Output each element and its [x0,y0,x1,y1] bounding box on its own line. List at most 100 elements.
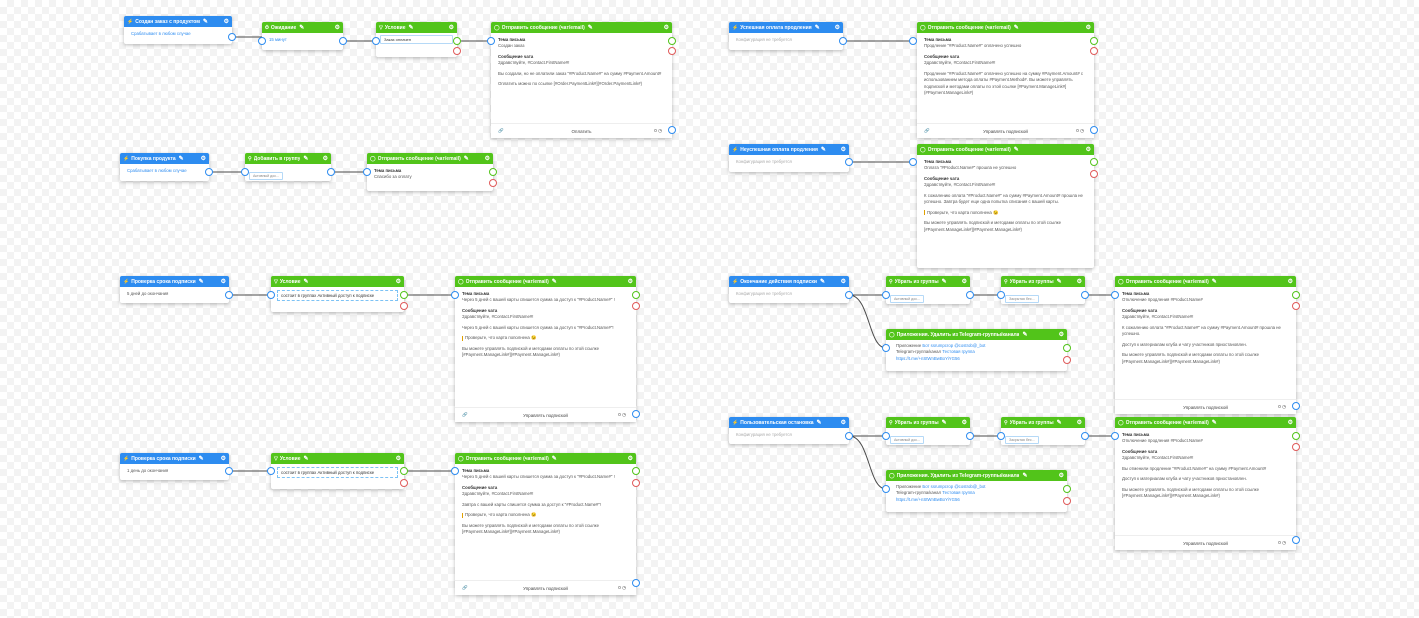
input-port[interactable] [451,291,459,299]
gear-icon[interactable]: ⚙ [840,279,846,285]
yes-port[interactable] [1063,344,1071,352]
pencil-icon[interactable]: ✎ [303,156,309,162]
gear-icon[interactable]: ⚙ [1287,420,1293,426]
no-port[interactable] [1090,47,1098,55]
input-port[interactable] [1111,432,1119,440]
input-port[interactable] [882,344,890,352]
yes-port[interactable] [1292,291,1300,299]
gear-icon[interactable]: ⚙ [220,279,226,285]
output-port[interactable] [225,467,233,475]
input-port[interactable] [909,37,917,45]
pencil-icon[interactable]: ✎ [408,25,414,31]
output-port[interactable] [966,291,974,299]
gear-icon[interactable]: ⚙ [1058,473,1064,479]
pencil-icon[interactable]: ✎ [1013,147,1019,153]
gear-icon[interactable]: ⚙ [484,156,490,162]
action-send-message[interactable]: ◯Отправить сообщение (чат/email)✎⚙ Тема … [1115,417,1296,550]
output-port[interactable] [327,168,335,176]
no-port[interactable] [632,479,640,487]
gear-icon[interactable]: ⚙ [627,279,633,285]
gear-icon[interactable]: ⚙ [395,456,401,462]
output-port[interactable] [205,168,213,176]
footer-button[interactable]: Управлять подпиской [1183,404,1228,410]
output-port[interactable] [632,410,640,418]
input-port[interactable] [882,485,890,493]
no-port[interactable] [632,302,640,310]
action-remove-from-group[interactable]: ⚲Убрать из группы✎⚙ Активный дос... [886,276,970,304]
no-port[interactable] [668,47,676,55]
output-port[interactable] [1081,432,1089,440]
pencil-icon[interactable]: ✎ [1211,420,1217,426]
no-port[interactable] [489,179,497,187]
output-port[interactable] [1292,402,1300,410]
input-port[interactable] [882,432,890,440]
gear-icon[interactable]: ⚙ [223,19,229,25]
gear-icon[interactable]: ⚙ [1085,25,1091,31]
output-port[interactable] [228,33,236,41]
action-send-message[interactable]: ◯Отправить сообщение (чат/email)✎⚙ Тема … [491,22,672,138]
action-wait[interactable]: ⏱Ожидание✎⚙ 15 минут [262,22,343,50]
pencil-icon[interactable]: ✎ [1022,332,1028,338]
action-telegram-remove[interactable]: ◯Приложения. Удалить из Telegram-группы/… [886,470,1067,512]
input-port[interactable] [997,432,1005,440]
action-send-message[interactable]: ◯Отправить сообщение (чат/email)✎⚙ Тема … [455,453,636,595]
output-port[interactable] [839,37,847,45]
yes-port[interactable] [632,467,640,475]
footer-button[interactable]: Управлять подпиской [983,128,1028,134]
yes-port[interactable] [668,37,676,45]
yes-port[interactable] [489,168,497,176]
gear-icon[interactable]: ⚙ [1058,332,1064,338]
gear-icon[interactable]: ⚙ [1076,279,1082,285]
output-port[interactable] [225,291,233,299]
yes-port[interactable] [1090,37,1098,45]
condition-group-member[interactable]: ▽Условие✎⚙ состоит в группах Активный до… [271,276,404,312]
pencil-icon[interactable]: ✎ [303,456,309,462]
no-port[interactable] [400,479,408,487]
action-remove-from-group[interactable]: ⚲Убрать из группы✎⚙ Закрытая бес... [1001,417,1085,445]
input-port[interactable] [267,467,275,475]
input-port[interactable] [882,291,890,299]
no-port[interactable] [1292,443,1300,451]
input-port[interactable] [363,168,371,176]
output-port[interactable] [845,291,853,299]
gear-icon[interactable]: ⚙ [840,147,846,153]
pencil-icon[interactable]: ✎ [1056,279,1062,285]
gear-icon[interactable]: ⚙ [840,420,846,426]
pencil-icon[interactable]: ✎ [1013,25,1019,31]
output-port[interactable] [1292,536,1300,544]
channel-url[interactable]: https://t.me/+nStWnBwBoYiYG56 [896,355,960,361]
condition-field[interactable]: Заказ оплачен [380,35,453,44]
pencil-icon[interactable]: ✎ [816,420,822,426]
input-port[interactable] [267,291,275,299]
input-port[interactable] [241,168,249,176]
pencil-icon[interactable]: ✎ [198,279,204,285]
action-remove-from-group[interactable]: ⚲Убрать из группы✎⚙ Закрытая бес... [1001,276,1085,304]
action-send-message[interactable]: ◯Отправить сообщение (чат/email)✎⚙ Тема … [917,22,1094,138]
condition-order-paid[interactable]: ▽Условие✎⚙ Заказ оплачен [376,22,457,57]
trigger-subscription-check[interactable]: ⚡Проверка срока подписки✎⚙ 1 день до око… [120,453,229,480]
output-port[interactable] [1090,126,1098,134]
action-remove-from-group[interactable]: ⚲Убрать из группы✎⚙ Активный дос... [886,417,970,445]
yes-port[interactable] [400,291,408,299]
input-port[interactable] [997,291,1005,299]
input-port[interactable] [258,37,266,45]
pencil-icon[interactable]: ✎ [299,25,305,31]
gear-icon[interactable]: ⚙ [961,279,967,285]
trigger-subscription-check[interactable]: ⚡Проверка срока подписки✎⚙ 5 дней до око… [120,276,229,303]
output-port[interactable] [966,432,974,440]
gear-icon[interactable]: ⚙ [627,456,633,462]
yes-port[interactable] [400,467,408,475]
pencil-icon[interactable]: ✎ [819,279,825,285]
trigger-order-created[interactable]: ⚡Создан заказ с продуктом✎⚙ Срабатывает … [124,16,232,44]
no-port[interactable] [400,302,408,310]
condition-field[interactable]: состоит в группах Активный доступ к подп… [277,467,398,478]
gear-icon[interactable]: ⚙ [448,25,454,31]
trigger-product-purchase[interactable]: ⚡Покупка продукта✎⚙ Срабатывает в любом … [120,153,209,181]
gear-icon[interactable]: ⚙ [395,279,401,285]
action-send-message[interactable]: ◯Отправить сообщение (чат/email)✎⚙ Тема … [367,153,493,191]
trigger-subscription-end[interactable]: ⚡Окончание действия подписки✎⚙ Конфигура… [729,276,849,303]
trigger-renewal-failed[interactable]: ⚡Неуспешная оплата продления✎⚙ Конфигура… [729,144,849,172]
input-port[interactable] [909,158,917,166]
action-telegram-remove[interactable]: ◯Приложения. Удалить из Telegram-группы/… [886,329,1067,371]
